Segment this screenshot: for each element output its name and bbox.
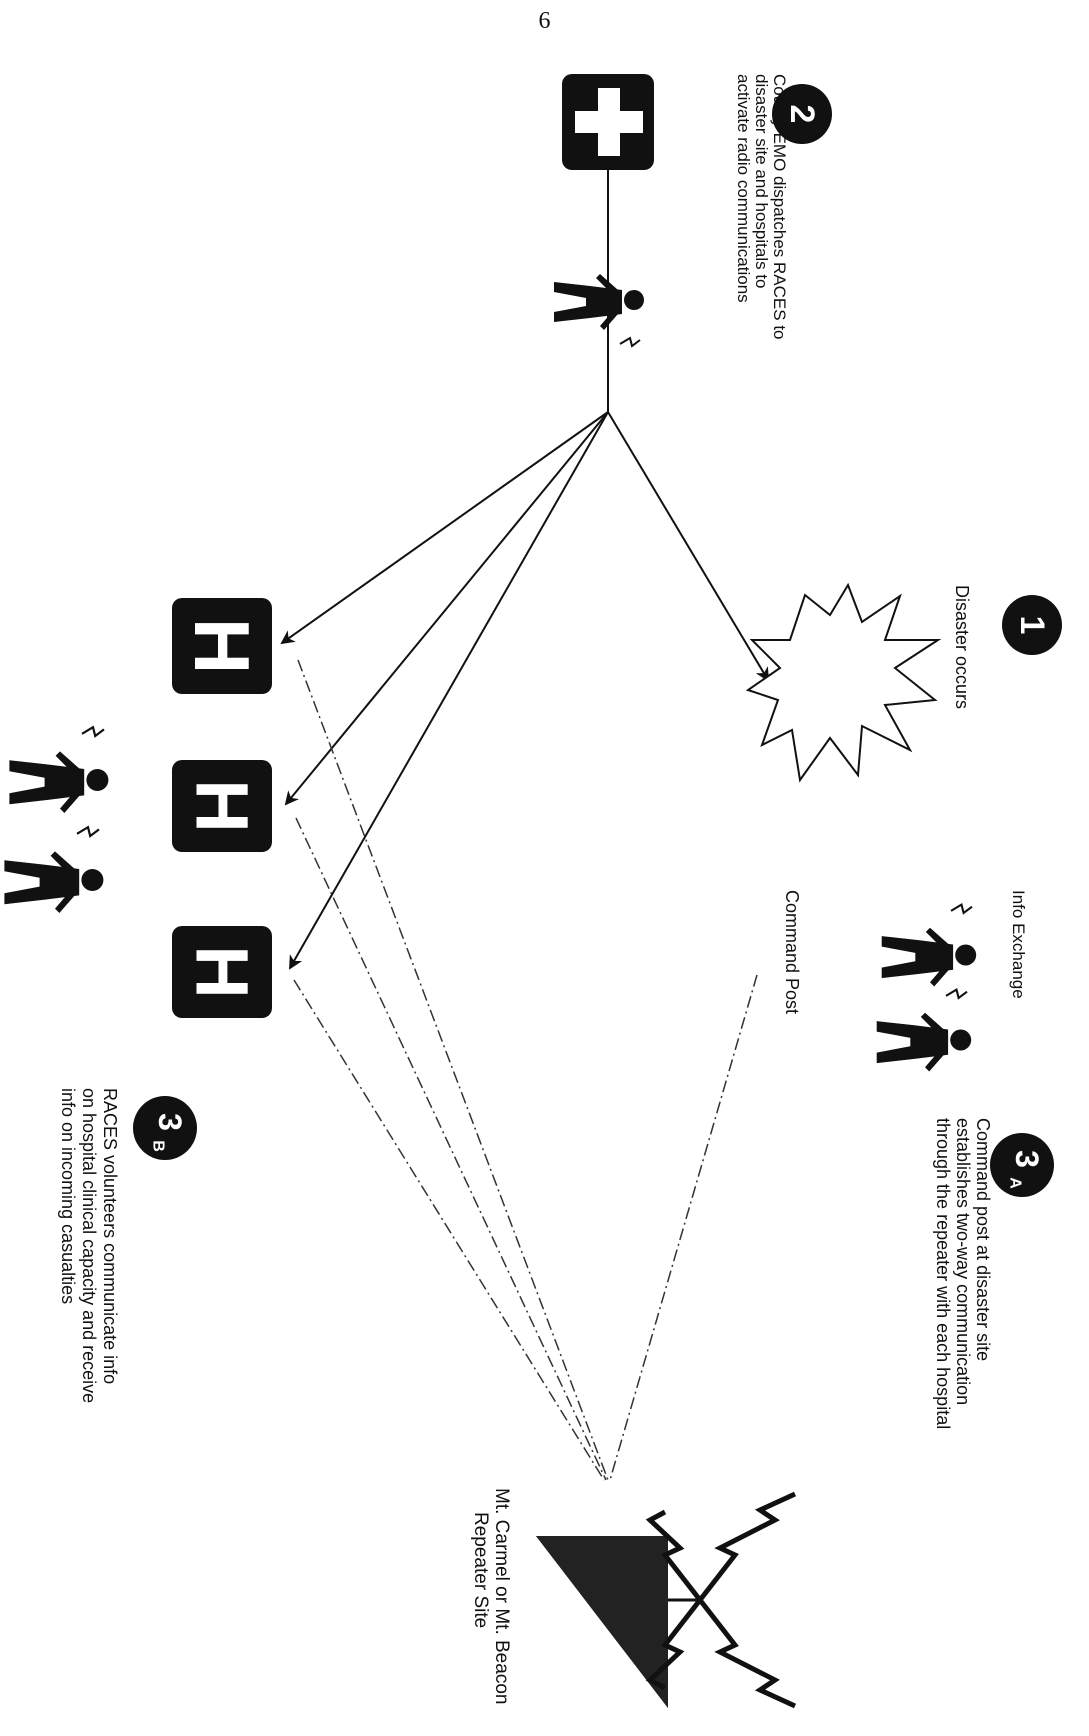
arrow-to-hospital-1 bbox=[282, 412, 608, 643]
step-3a-line-2: establishes two-way communication bbox=[953, 1118, 973, 1405]
step-3a-line-1: Command post at disaster site bbox=[973, 1118, 993, 1361]
hospital-letter: H bbox=[181, 945, 264, 998]
radio-tower-icon bbox=[536, 1494, 795, 1708]
step-3a-badge: 3 A bbox=[990, 1133, 1054, 1197]
step-3b-badge-number: 3 bbox=[152, 1113, 188, 1131]
step-2-line-1: County EMO dispatches RACES to bbox=[770, 74, 789, 340]
step-1-badge: 1 bbox=[1002, 595, 1062, 655]
person-radio-icon bbox=[877, 990, 972, 1072]
step-3a-badge-number: 3 bbox=[1009, 1150, 1045, 1168]
person-radio-icon bbox=[882, 905, 977, 987]
info-exchange-label: Info Exchange bbox=[1009, 890, 1028, 999]
step-3b-description: RACES volunteers communicate info on hos… bbox=[58, 1088, 120, 1403]
step-3b-badge-letter: B bbox=[150, 1140, 167, 1152]
hospital-icon: H bbox=[172, 598, 272, 694]
step-3a-badge-letter: A bbox=[1007, 1177, 1024, 1189]
hospital-letter: H bbox=[178, 618, 266, 674]
step-3a-line-3: through the repeater with each hospital bbox=[933, 1118, 953, 1429]
step-3b-badge: 3 B bbox=[133, 1096, 197, 1160]
step-1-badge-number: 1 bbox=[1013, 616, 1051, 635]
arrow-to-hospital-2 bbox=[286, 412, 608, 804]
arrow-to-hospital-3 bbox=[290, 412, 608, 968]
hospital-icon: H bbox=[172, 760, 272, 852]
step-3b-line-1: RACES volunteers communicate info bbox=[100, 1088, 120, 1384]
arrow-to-disaster bbox=[608, 412, 768, 680]
explosion-icon bbox=[748, 585, 938, 780]
step-3b-line-3: info on incoming casualties bbox=[58, 1088, 78, 1304]
hospital-icon: H bbox=[172, 926, 272, 1018]
person-radio-icon bbox=[9, 727, 108, 813]
first-aid-cross-icon bbox=[562, 74, 654, 170]
repeater-line-2: Repeater Site bbox=[470, 1512, 491, 1628]
command-post-label: Command Post bbox=[782, 890, 802, 1014]
repeater-site-label: Mt. Carmel or Mt. Beacon Repeater Site bbox=[470, 1488, 512, 1704]
step-2-description: County EMO dispatches RACES to disaster … bbox=[734, 74, 789, 340]
step-2-line-3: activate radio communications bbox=[734, 74, 753, 303]
dispatch-lines bbox=[282, 120, 768, 968]
repeater-line-1: Mt. Carmel or Mt. Beacon bbox=[491, 1488, 512, 1704]
step-3a-description: Command post at disaster site establishe… bbox=[933, 1118, 993, 1429]
step-2-line-2: disaster site and hospitals to bbox=[752, 74, 771, 289]
step-1-label: Disaster occurs bbox=[952, 585, 972, 709]
repeater-links bbox=[294, 660, 757, 1480]
running-person-radio-icon bbox=[554, 274, 644, 346]
person-radio-icon bbox=[4, 827, 103, 913]
step-3b-line-2: on hospital clinical capacity and receiv… bbox=[79, 1088, 99, 1403]
hospital-letter: H bbox=[181, 779, 264, 832]
